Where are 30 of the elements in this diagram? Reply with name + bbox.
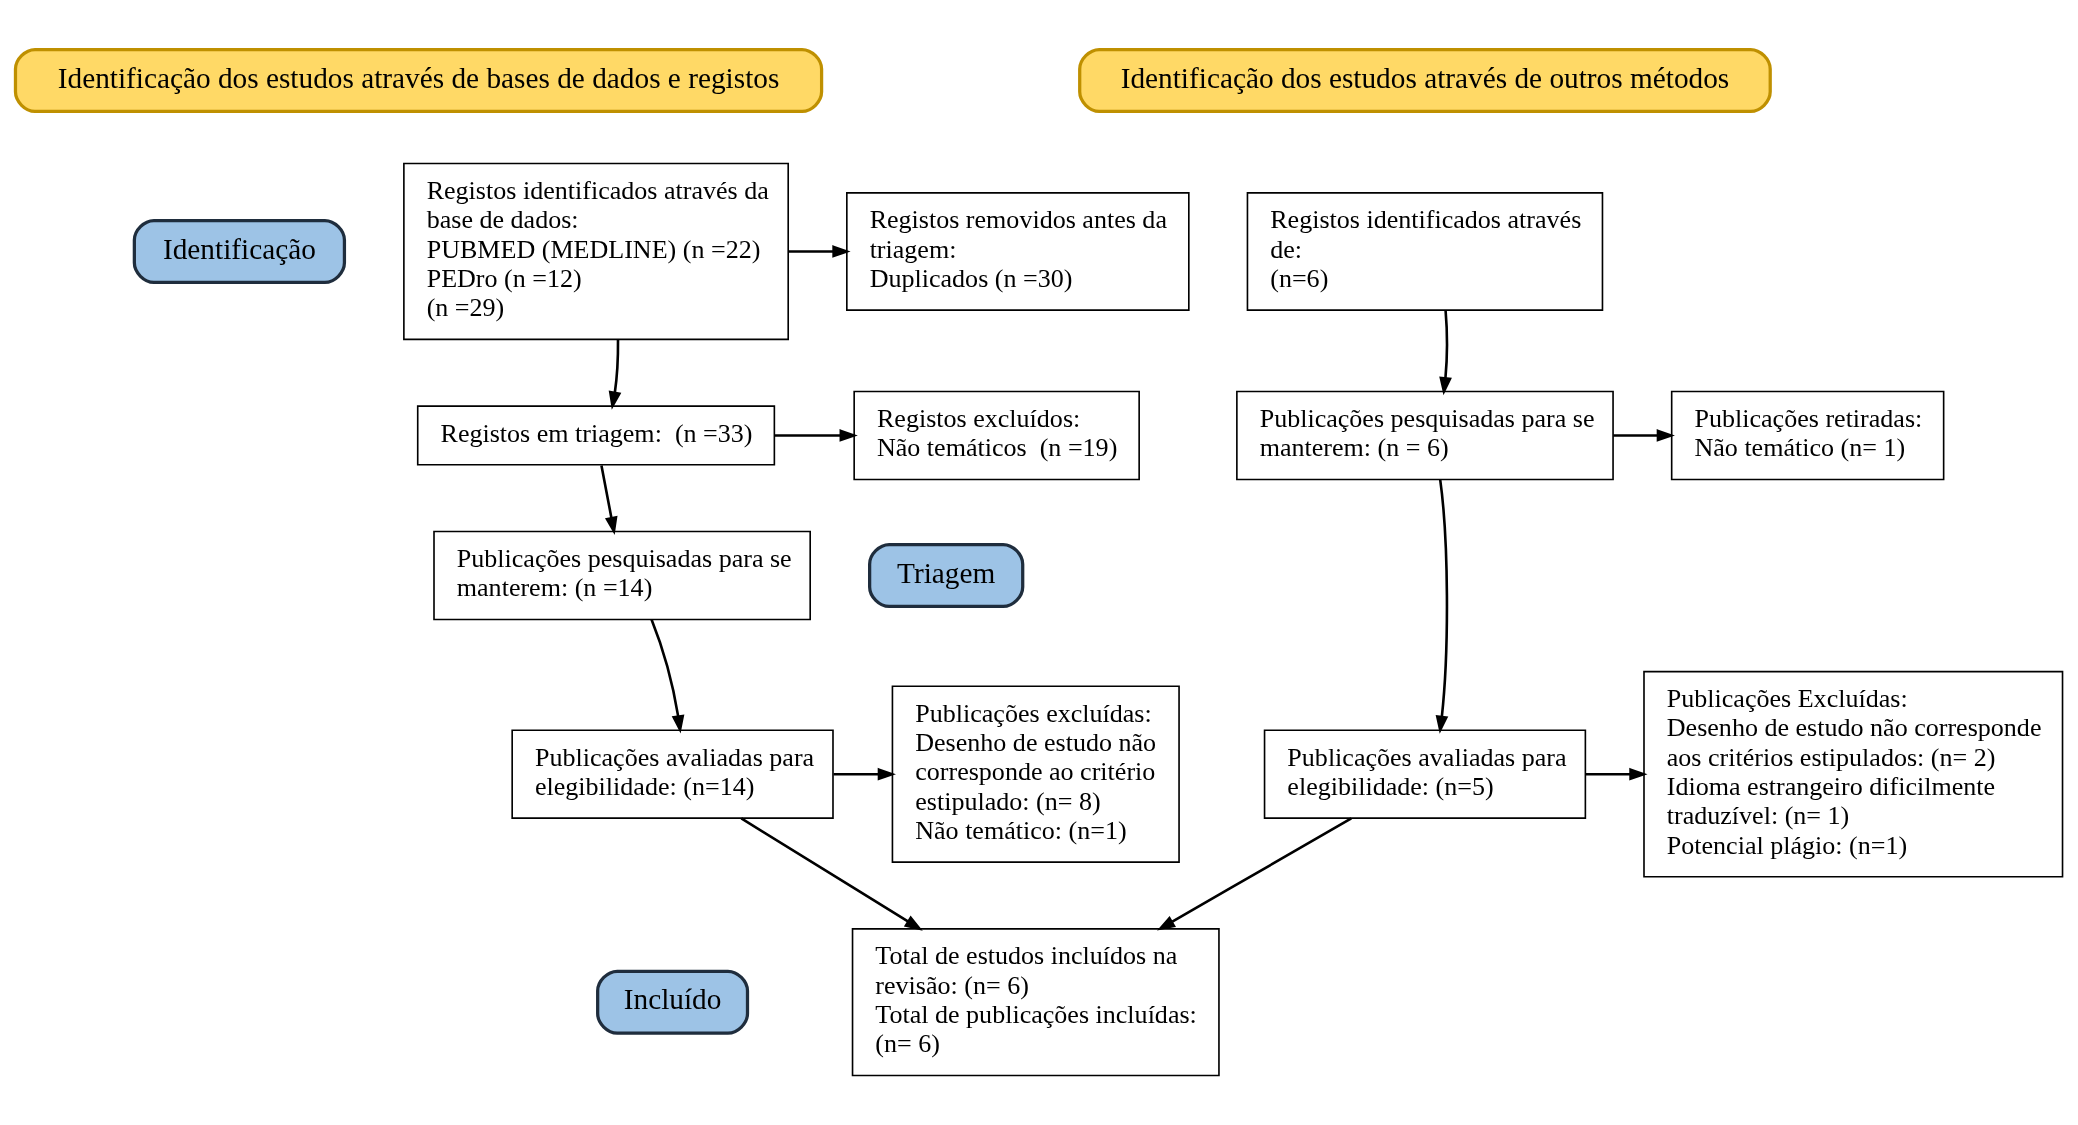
node-box: Total de estudos incluídos na revisão: (n= 6) Total de publicações incluídas: (n= 6) [851, 928, 1220, 1077]
arrow [1157, 817, 1352, 931]
node-box: Publicações pesquisadas para se manterem: (n = 6) [1236, 390, 1614, 481]
node-box: Registos identificados através de: (n=6) [1246, 192, 1604, 311]
node-box: Publicações excluídas: Desenho de estudo não corresponde ao critério estipulado: (n= 8) Não temático: (n=1) [891, 685, 1180, 863]
node-box: Publicações Excluídas: Desenho de estudo não corresponde aos critérios estipulados: (n= 2) Idioma estrangeiro dificilmente traduzível: (n= 1) Potencial plágio: (n=1) [1643, 670, 2064, 878]
arrow [788, 245, 851, 258]
arrow [774, 429, 858, 442]
node-box: Incluído [596, 969, 750, 1035]
node-box: Identificação [132, 218, 347, 284]
arrow [608, 339, 622, 410]
arrow [600, 465, 618, 535]
node-box: Registos excluídos: Não temáticos (n =19) [853, 390, 1140, 481]
node-box: Identificação dos estudos através de bases de dados e registos [13, 47, 824, 114]
arrow [740, 817, 923, 931]
arrow [650, 619, 685, 734]
arrow [1585, 767, 1648, 781]
node-box: Identificação dos estudos através de outros métodos [1078, 47, 1772, 114]
node-box: Publicações pesquisadas para se manterem: (n =14) [433, 530, 811, 621]
arrow [1613, 429, 1675, 442]
node-box: Registos identificados através da base de dados: PUBMED (MEDLINE) (n =22) PEDro (n =12) (n =29) [403, 162, 790, 341]
node-box: Publicações avaliadas para elegibilidade: (n=14) [511, 729, 834, 819]
node-box: Registos em triagem: (n =33) [416, 405, 776, 466]
node-box: Publicações avaliadas para elegibilidade: (n=5) [1263, 729, 1587, 819]
node-box: Triagem [868, 542, 1025, 609]
arrow [1435, 479, 1449, 734]
node-box: Publicações retiradas: Não temático (n= 1) [1670, 390, 1945, 481]
node-box: Registos removidos antes da triagem: Duplicados (n =30) [846, 192, 1190, 311]
arrow [833, 767, 896, 781]
arrow [1439, 310, 1452, 396]
